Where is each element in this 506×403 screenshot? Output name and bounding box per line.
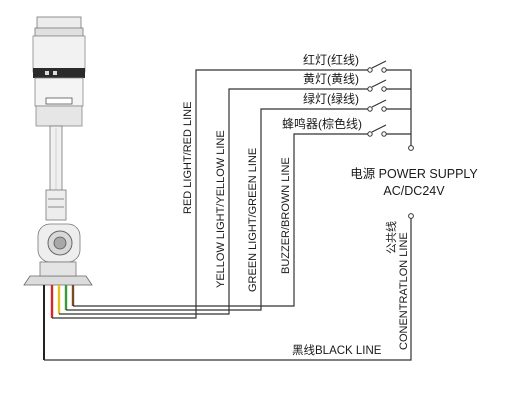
switch-yellow — [367, 79, 387, 92]
switch-label-green: 绿灯(绿线) — [303, 91, 359, 106]
tower-cap — [36, 16, 82, 30]
switch-buzzer — [367, 124, 387, 137]
red-line-label: RED LIGHT/RED LINE — [182, 102, 194, 214]
tower-base — [23, 275, 93, 286]
switch-red — [367, 60, 387, 73]
common-line-label-cn: 公共线 — [384, 221, 398, 254]
buzzer-line-wire — [73, 133, 370, 307]
switches — [367, 60, 387, 137]
power-bus-wire — [384, 69, 412, 146]
black-line-label: 黑线BLACK LINE — [292, 343, 382, 357]
yellow-line-wire — [59, 88, 370, 315]
green-line-wire — [66, 108, 370, 311]
buzzer-line-label: BUZZER/BROWN LINE — [280, 157, 292, 274]
wire-stubs — [43, 285, 75, 360]
switch-label-red: 红灯(红线) — [303, 52, 359, 67]
green-line-label: GREEN LIGHT/GREEN LINE — [247, 148, 259, 292]
power-supply-label: 电源 POWER SUPPLY — [350, 167, 478, 181]
signal-tower — [23, 16, 93, 286]
yellow-line-label: YELLOW LIGHT/YELLOW LINE — [215, 130, 227, 288]
black-line-wire — [44, 218, 412, 361]
power-voltage-label: AC/DC24V — [383, 184, 445, 198]
power-terminal-top — [408, 145, 414, 151]
switch-green — [367, 99, 387, 112]
power-terminal-bottom — [408, 213, 414, 219]
switch-label-yellow: 黄灯(黄线) — [303, 72, 359, 86]
tower-slot — [45, 97, 73, 105]
common-line-label-en: CONENTRATLON LINE — [398, 232, 410, 350]
routed-wires — [44, 69, 414, 361]
tower-lamp-body — [32, 35, 86, 73]
switch-label-buzzer: 蜂鸣器(棕色线) — [282, 116, 362, 131]
red-line-wire — [52, 69, 370, 319]
